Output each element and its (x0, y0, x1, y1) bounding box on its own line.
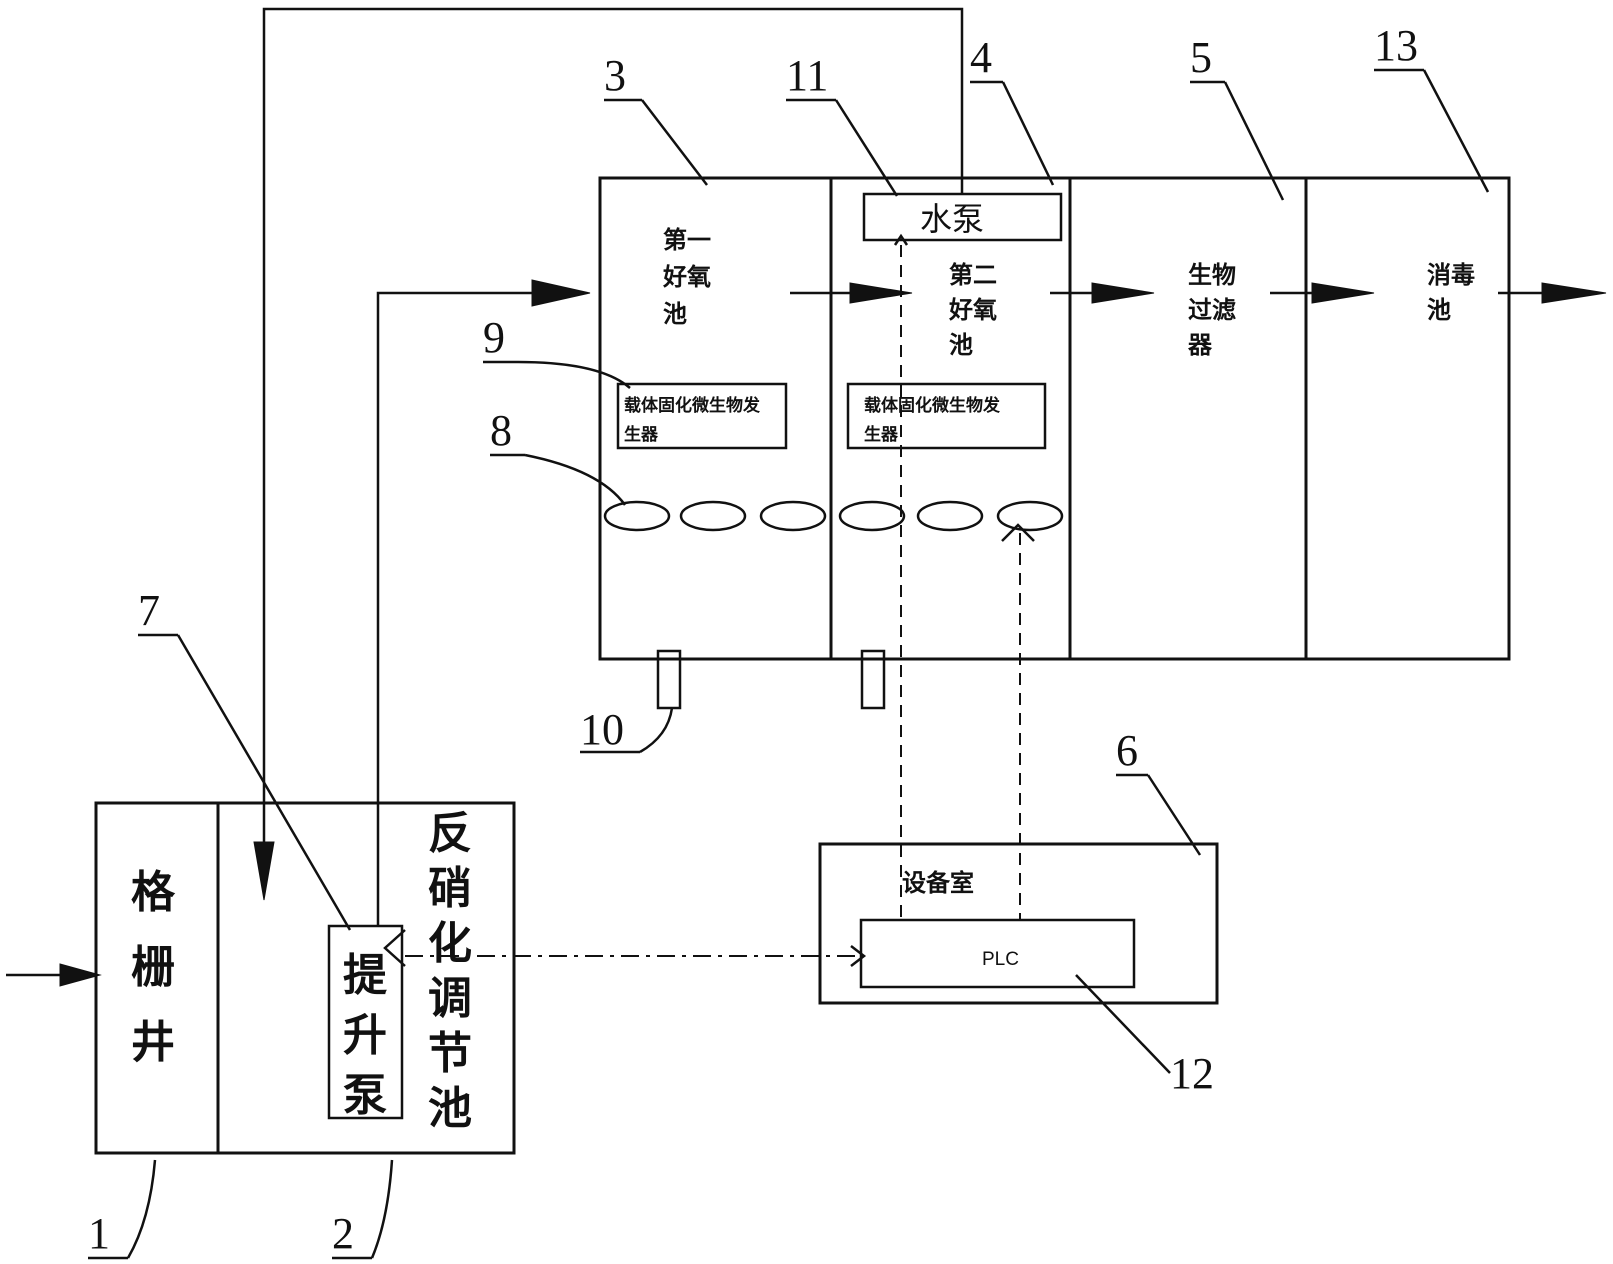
leader-line-3 (641, 99, 708, 186)
flow-arrowhead (1541, 282, 1607, 304)
svg-text:栅: 栅 (131, 942, 175, 993)
svg-text:消毒: 消毒 (1427, 261, 1475, 289)
lift-pump-box (327, 924, 404, 1120)
leader-line-2 (370, 1159, 394, 1259)
denitrification-tank-label: 反 硝 化 调 节 池 (428, 808, 472, 1134)
svg-text:提: 提 (343, 950, 387, 1001)
inlet-tanks-outline (94, 801, 516, 1155)
svg-text:过滤: 过滤 (1188, 296, 1236, 324)
ref-num-12: 12 (1170, 1049, 1214, 1098)
svg-text:器: 器 (1187, 331, 1213, 359)
water-pump-label: 水泵 (920, 200, 984, 238)
generator-2-box (846, 382, 1047, 450)
lift-pump-outflow-pipe (376, 291, 540, 926)
aerator-signal-marker (1001, 523, 1035, 542)
svg-text:池: 池 (949, 331, 973, 359)
leader-line-7 (176, 634, 352, 931)
equipment-room-box (818, 842, 1219, 1005)
aerator (679, 500, 747, 532)
svg-text:节: 节 (428, 1028, 472, 1079)
leader-line-11 (834, 99, 899, 197)
svg-text:硝: 硝 (428, 863, 472, 914)
ref-num-3: 3 (604, 51, 626, 100)
plc-label: PLC (982, 949, 1019, 970)
leader-line-9 (517, 360, 631, 389)
disinfection-tank-label: 消毒 池 (1427, 261, 1475, 324)
svg-text:生物: 生物 (1188, 261, 1236, 289)
ref-num-8: 8 (490, 406, 512, 455)
generator-1-label: 载体固化微生物发 生器 (624, 395, 761, 445)
svg-text:调: 调 (428, 973, 472, 1024)
aerator (838, 500, 906, 532)
ref-num-7: 7 (138, 586, 160, 635)
flow-arrowhead (1311, 282, 1375, 304)
svg-text:生器: 生器 (624, 424, 659, 445)
leader-line-8 (524, 453, 627, 506)
aerobic-tank-1-label: 第一 好氧 池 (662, 226, 711, 328)
recirculation-arrowhead (253, 841, 275, 901)
svg-text:生器: 生器 (864, 424, 899, 445)
svg-text:池: 池 (663, 300, 687, 328)
ref-num-13: 13 (1374, 21, 1418, 70)
leader-line-13 (1422, 69, 1490, 193)
aerator (603, 500, 671, 532)
aerobic-tank-2-label: 第二 好氧 池 (948, 261, 997, 359)
ref-num-9: 9 (483, 313, 505, 362)
leader-line-4 (1001, 81, 1055, 186)
generator-1-box (616, 382, 788, 450)
water-pump-signal-marker (893, 233, 909, 246)
generator-2-label: 载体固化微生物发 生器 (864, 395, 1001, 445)
svg-text:第二: 第二 (949, 261, 997, 289)
lift-pump-label: 提 升 泵 (343, 950, 387, 1121)
ref-num-1: 1 (88, 1209, 110, 1258)
ref-num-4: 4 (970, 33, 992, 82)
svg-text:格: 格 (131, 867, 176, 918)
lift-pump-signal-marker (383, 929, 406, 967)
main-flow-arrows (376, 279, 1607, 926)
svg-text:井: 井 (131, 1017, 175, 1068)
svg-text:载体固化微生物发: 载体固化微生物发 (864, 395, 1001, 416)
equipment-room-label: 设备室 (902, 869, 974, 897)
aerator (759, 500, 827, 532)
plc-signal-marker (850, 945, 867, 967)
reference-numbers: 1 2 3 4 5 13 11 9 8 7 (88, 21, 1490, 1260)
flow-arrowhead (531, 279, 591, 307)
ref-num-5: 5 (1190, 33, 1212, 82)
ref-num-11: 11 (786, 51, 828, 100)
svg-text:升: 升 (343, 1010, 387, 1061)
svg-text:池: 池 (1427, 296, 1451, 324)
aerators (603, 500, 1064, 532)
flow-arrowhead (1091, 282, 1155, 304)
svg-text:好氧: 好氧 (662, 263, 711, 291)
leader-line-1 (126, 1159, 157, 1259)
svg-text:载体固化微生物发: 载体固化微生物发 (624, 395, 761, 416)
dosing-valve-1 (656, 649, 682, 710)
svg-text:好氧: 好氧 (948, 296, 997, 324)
aerator (916, 500, 984, 532)
dosing-valve-2 (860, 649, 886, 710)
svg-text:池: 池 (428, 1083, 472, 1134)
leader-line-6 (1146, 774, 1202, 856)
leader-line-12 (1075, 974, 1171, 1074)
leader-line-10 (639, 707, 674, 754)
treatment-train-outline (598, 176, 1511, 661)
grating-well-label: 格 栅 井 (131, 867, 176, 1068)
leader-line-5 (1223, 81, 1285, 201)
raw-water-arrowhead (59, 963, 102, 987)
svg-text:反: 反 (428, 808, 472, 859)
flow-arrowhead (849, 282, 913, 304)
ref-num-2: 2 (332, 1209, 354, 1258)
svg-text:第一: 第一 (663, 226, 711, 254)
svg-text:化: 化 (428, 918, 472, 969)
ref-num-10: 10 (580, 705, 624, 754)
bio-filter-label: 生物 过滤 器 (1187, 261, 1236, 359)
ref-num-6: 6 (1116, 726, 1138, 775)
aerator (996, 500, 1064, 532)
recirculation-pipe (262, 7, 964, 850)
svg-text:泵: 泵 (343, 1070, 387, 1121)
